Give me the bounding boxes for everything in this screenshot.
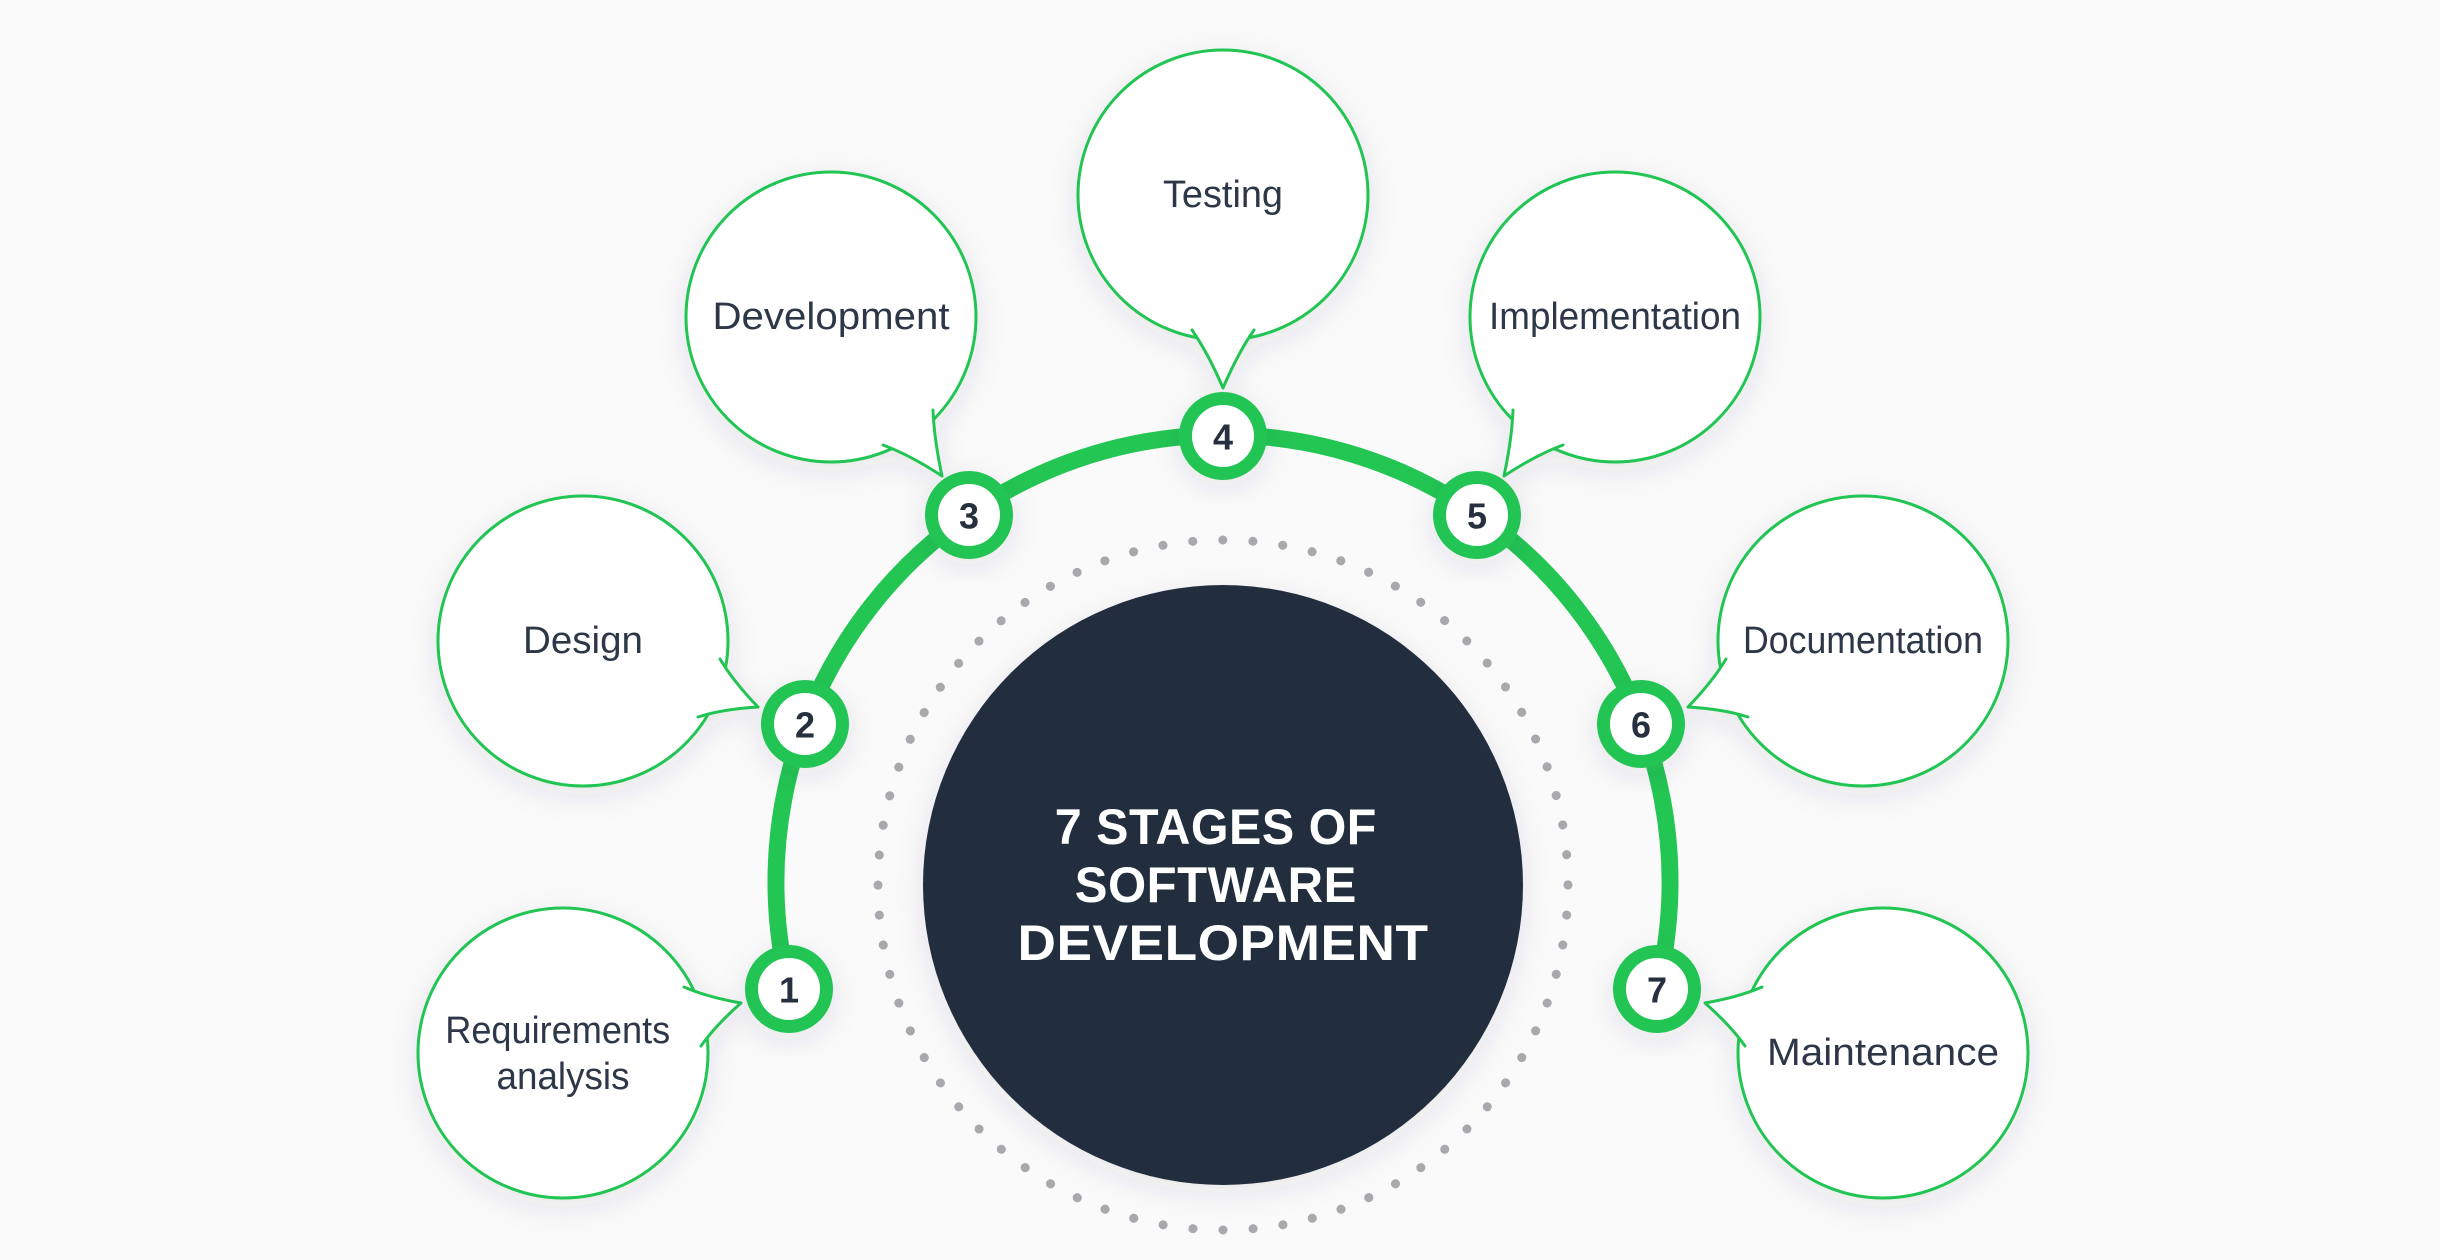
stage-5-bubble — [1468, 170, 1762, 464]
stage-6: Documentation 6 — [1597, 494, 2010, 788]
stage-2-node-ring — [761, 680, 849, 768]
stage-7-bubble-tail — [1703, 985, 1764, 1048]
stage-1-bubble-group — [416, 906, 743, 1200]
stage-6-bubble-group — [1686, 494, 2010, 788]
diagram-title-line-3: DEVELOPMENT — [1018, 915, 1429, 971]
center-circle — [923, 585, 1523, 1185]
stage-3-node-ring — [925, 471, 1013, 559]
center-group: 7 STAGES OF SOFTWARE DEVELOPMENT — [923, 585, 1523, 1185]
stage-6-label: Documentation — [1743, 620, 1983, 662]
stage-3-label: Development — [713, 296, 950, 338]
stage-2-bubble-tail — [696, 657, 760, 719]
stage-7-bubble-group — [1703, 906, 2030, 1200]
stage-7-bubble — [1736, 906, 2030, 1200]
stage-1-label-line-1: Requirements — [445, 1010, 670, 1052]
dotted-ring — [873, 535, 1573, 1235]
stage-6-bubble-tail — [1686, 657, 1750, 719]
stage-1-bubble — [416, 906, 710, 1200]
stage-6-bubble — [1716, 494, 2010, 788]
stage-3-bubble-tail — [881, 408, 944, 478]
stage-7-number: 7 — [1647, 970, 1667, 1011]
stage-1: Requirements analysis 1 — [416, 906, 833, 1200]
diagram-title-line-2: SOFTWARE — [1075, 857, 1357, 913]
stage-5-bubble-tail — [1502, 408, 1565, 478]
stage-5: Implementation 5 — [1433, 170, 1762, 559]
stage-4-number: 4 — [1213, 417, 1233, 458]
stage-5-number: 5 — [1467, 496, 1487, 537]
stage-5-bubble-group — [1468, 170, 1762, 478]
stage-7-label: Maintenance — [1767, 1032, 1999, 1074]
stage-4-label: Testing — [1163, 174, 1283, 216]
stage-4-node-ring — [1179, 392, 1267, 480]
stage-5-label: Implementation — [1489, 296, 1741, 338]
stage-3-bubble — [684, 170, 978, 464]
stage-3-number: 3 — [959, 496, 979, 537]
stage-6-number: 6 — [1631, 705, 1651, 746]
stage-2-bubble-group — [436, 494, 760, 788]
diagram-title: 7 STAGES OF SOFTWARE DEVELOPMENT — [1018, 799, 1429, 971]
diagram-title-line-1: 7 STAGES OF — [1055, 799, 1377, 855]
stage-1-number: 1 — [779, 970, 799, 1011]
stage-4-bubble-group — [1076, 48, 1370, 390]
stage-1-label-line-2: analysis — [497, 1056, 630, 1098]
stage-6-node-ring — [1597, 680, 1685, 768]
stage-2-number: 2 — [795, 705, 815, 746]
stage-4: Testing 4 — [1076, 48, 1370, 480]
stage-2-bubble — [436, 494, 730, 788]
stage-3-bubble-group — [684, 170, 978, 478]
stage-7: Maintenance 7 — [1613, 906, 2030, 1200]
stage-3: Development 3 — [684, 170, 1013, 559]
stage-2-label: Design — [523, 620, 643, 662]
stage-1-node-ring — [745, 945, 833, 1033]
stage-2: Design 2 — [436, 494, 849, 788]
stage-5-node-ring — [1433, 471, 1521, 559]
stage-7-node-ring — [1613, 945, 1701, 1033]
stage-1-bubble-tail — [682, 985, 743, 1048]
stage-4-bubble-tail — [1190, 328, 1256, 390]
stage-1-label: Requirements analysis — [445, 1010, 681, 1098]
